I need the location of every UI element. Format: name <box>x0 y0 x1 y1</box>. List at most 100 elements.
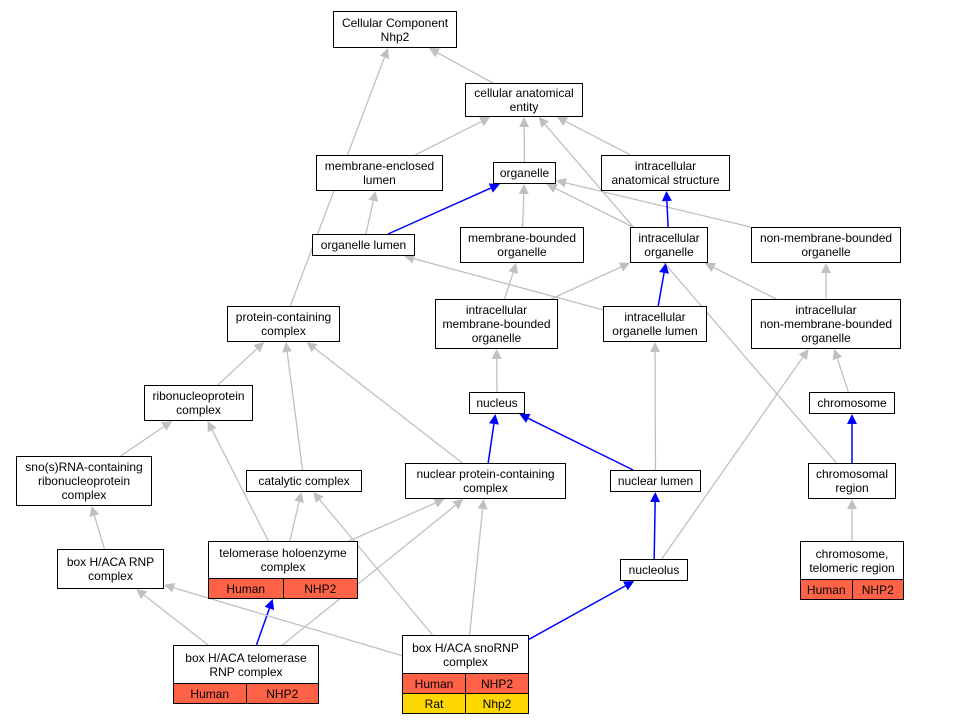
edge-chromosomal_region-to-cell_anat <box>544 124 837 464</box>
node-membrane-bounded-organelle[interactable]: membrane-bounded organelle <box>460 227 584 263</box>
node-label: box H/ACA telomerase RNP complex <box>185 650 307 679</box>
arrowhead-nucleolus-to-nuclear_lumen <box>650 492 661 503</box>
gene-cell: NHP2 <box>851 580 903 599</box>
node-label: non-membrane-bounded organelle <box>759 231 893 259</box>
node-intracellular-non-membrane-bounded-organelle[interactable]: intracellular non-membrane-bounded organ… <box>751 299 901 349</box>
edge-nucleolus-to-ic_nonmembrane <box>661 356 804 560</box>
node-label: nuclear protein-containing complex <box>416 467 555 495</box>
edge-organelle_lumen-to-membrane_enclosed <box>365 200 374 235</box>
arrowhead-ic_membrane_bounded-to-intracellular_org <box>618 262 630 272</box>
node-box-haca-telomerase-rnp-complex[interactable]: box H/ACA telomerase RNP complex Human N… <box>173 645 319 704</box>
edge-ic_membrane_bounded-to-membrane_bounded <box>503 272 514 300</box>
annotation-row: Human NHP2 <box>801 579 903 599</box>
node-membrane-enclosed-lumen[interactable]: membrane-enclosed lumen <box>316 155 443 191</box>
node-label: organelle lumen <box>320 238 407 252</box>
node-snorna-containing-ribonucleoprotein-complex[interactable]: sno(s)RNA-containing ribonucleoprotein c… <box>16 456 152 506</box>
arrowhead-organelle_lumen-to-organelle <box>488 183 500 193</box>
edge-nuclear_protein-to-nucleus <box>487 423 495 464</box>
node-label: Cellular Component Nhp2 <box>341 15 449 44</box>
node-non-membrane-bounded-organelle[interactable]: non-membrane-bounded organelle <box>751 227 901 263</box>
annotation-row: Human NHP2 <box>174 683 318 703</box>
edge-box_haca_telomerase-to-nuclear_protein <box>282 504 456 646</box>
edge-box_haca_snorna-to-box_haca_rnp <box>173 587 403 657</box>
edge-cell_anat-to-cc_root <box>437 52 494 84</box>
node-intracellular-membrane-bounded-organelle[interactable]: intracellular membrane-bounded organelle <box>435 299 558 349</box>
node-nucleolus[interactable]: nucleolus <box>620 559 688 581</box>
node-chromosomal-region[interactable]: chromosomal region <box>808 463 896 499</box>
node-intracellular-anatomical-structure[interactable]: intracellular anatomical structure <box>601 155 730 191</box>
arrowhead-ic_organelle_lumen-to-organelle_lumen <box>404 253 415 264</box>
edge-nuclear_protein-to-protein_complex <box>314 347 463 464</box>
edge-nucleolus-to-nuclear_lumen <box>653 501 656 560</box>
arrowhead-nonmembrane_bounded-to-organelle <box>556 178 567 188</box>
edge-organelle_lumen-to-organelle <box>387 187 492 235</box>
arrowhead-chromosomal_region-to-chromosome <box>847 414 857 424</box>
node-label: chromosome, telomeric region <box>809 546 895 575</box>
node-ribonucleoprotein-complex[interactable]: ribonucleoprotein complex <box>144 385 253 421</box>
arrowhead-ic_nonmembrane-to-intracellular_org <box>704 263 716 272</box>
species-cell: Human <box>801 580 852 599</box>
edge-membrane_bounded-to-organelle <box>521 193 525 228</box>
edge-box_haca_snorna-to-nucleolus <box>528 585 626 640</box>
node-nuclear-protein-containing-complex[interactable]: nuclear protein-containing complex <box>405 463 566 499</box>
edge-telomerase_holo-to-nuclear_protein <box>348 502 436 542</box>
node-chromosome-telomeric-region[interactable]: chromosome, telomeric region Human NHP2 <box>800 541 904 600</box>
arrowhead-membrane_enclosed-to-cell_anat <box>479 117 491 126</box>
node-cellular-anatomical-entity[interactable]: cellular anatomical entity <box>465 83 583 117</box>
node-label: sno(s)RNA-containing ribonucleoprotein c… <box>25 460 143 502</box>
node-label: box H/ACA RNP complex <box>66 555 155 583</box>
edge-ic_organelle_lumen-to-intracellular_org <box>657 272 665 307</box>
node-protein-containing-complex[interactable]: protein-containing complex <box>227 306 340 342</box>
edge-ic_organelle_lumen-to-organelle_lumen <box>413 257 604 311</box>
node-label: chromosomal region <box>815 467 889 495</box>
node-label: intracellular non-membrane-bounded organ… <box>759 303 893 345</box>
node-label: nucleolus <box>628 563 680 577</box>
arrowhead-protein_complex-to-cc_root <box>379 48 390 60</box>
edge-snorna_rnp-to-ribonucleoprotein <box>120 426 165 457</box>
node-catalytic-complex[interactable]: catalytic complex <box>246 470 362 492</box>
edge-chromosome-to-ic_nonmembrane <box>836 358 849 393</box>
arrowhead-box_haca_rnp-to-snorna_rnp <box>89 506 100 517</box>
arrowhead-organelle-to-cell_anat <box>519 117 530 127</box>
node-box-haca-rnp-complex[interactable]: box H/ACA RNP complex <box>57 549 164 589</box>
node-intracellular-organelle[interactable]: intracellular organelle <box>630 227 708 263</box>
arrowhead-box_haca_snorna-to-nuclear_protein <box>477 499 488 510</box>
arrowhead-box_haca_telomerase-to-nuclear_protein <box>452 499 464 510</box>
edge-ic_membrane_bounded-to-intracellular_org <box>550 266 622 300</box>
edge-box_haca_rnp-to-snorna_rnp <box>93 515 106 550</box>
node-label: ribonucleoprotein complex <box>152 389 245 417</box>
annotation-row: Human NHP2 <box>403 673 528 693</box>
node-box-haca-snorna-complex[interactable]: box H/ACA snoRNP complex Human NHP2 Rat … <box>402 635 529 714</box>
edge-intracellular_anat-to-cell_anat <box>565 121 631 156</box>
node-chromosome[interactable]: chromosome <box>809 392 895 414</box>
arrowhead-box_haca_snorna-to-catalytic <box>313 492 324 503</box>
species-cell: Rat <box>403 694 465 713</box>
node-intracellular-organelle-lumen[interactable]: intracellular organelle lumen <box>603 306 707 342</box>
node-nuclear-lumen[interactable]: nuclear lumen <box>610 470 701 492</box>
arrowhead-membrane_bounded-to-organelle <box>518 184 529 195</box>
arrowhead-ribonucleoprotein-to-protein_complex <box>253 342 265 353</box>
node-organelle[interactable]: organelle <box>493 162 556 184</box>
arrowhead-chromo_telomeric-to-chromosomal_region <box>847 499 857 509</box>
edge-box_haca_snorna-to-nuclear_protein <box>468 508 484 636</box>
arrowhead-box_haca_telomerase-to-telomerase_holo <box>264 599 275 611</box>
node-label: catalytic complex <box>258 474 350 488</box>
arrowhead-intracellular_org-to-intracellular_anat <box>661 191 672 202</box>
node-organelle-lumen[interactable]: organelle lumen <box>312 234 415 256</box>
edge-membrane_enclosed-to-cell_anat <box>414 120 482 156</box>
arrowhead-box_haca_snorna-to-nucleolus <box>623 581 635 591</box>
edge-nonmembrane_bounded-to-organelle <box>565 182 752 228</box>
arrowhead-nucleus-to-ic_membrane_bounded <box>491 349 502 359</box>
node-cellular-component-root[interactable]: Cellular Component Nhp2 <box>333 11 457 48</box>
node-telomerase-holoenzyme-complex[interactable]: telomerase holoenzyme complex Human NHP2 <box>208 541 358 599</box>
edge-box_haca_telomerase-to-telomerase_holo <box>255 608 271 646</box>
node-label: membrane-bounded organelle <box>467 231 577 259</box>
arrowhead-nucleolus-to-ic_nonmembrane <box>798 349 809 361</box>
node-nucleus[interactable]: nucleus <box>469 392 525 414</box>
species-cell: Human <box>174 684 246 703</box>
arrowhead-cell_anat-to-cc_root <box>428 48 440 58</box>
node-label: protein-containing complex <box>235 310 332 338</box>
node-label: intracellular organelle lumen <box>612 310 698 338</box>
arrowhead-intracellular_org-to-organelle <box>546 184 558 193</box>
